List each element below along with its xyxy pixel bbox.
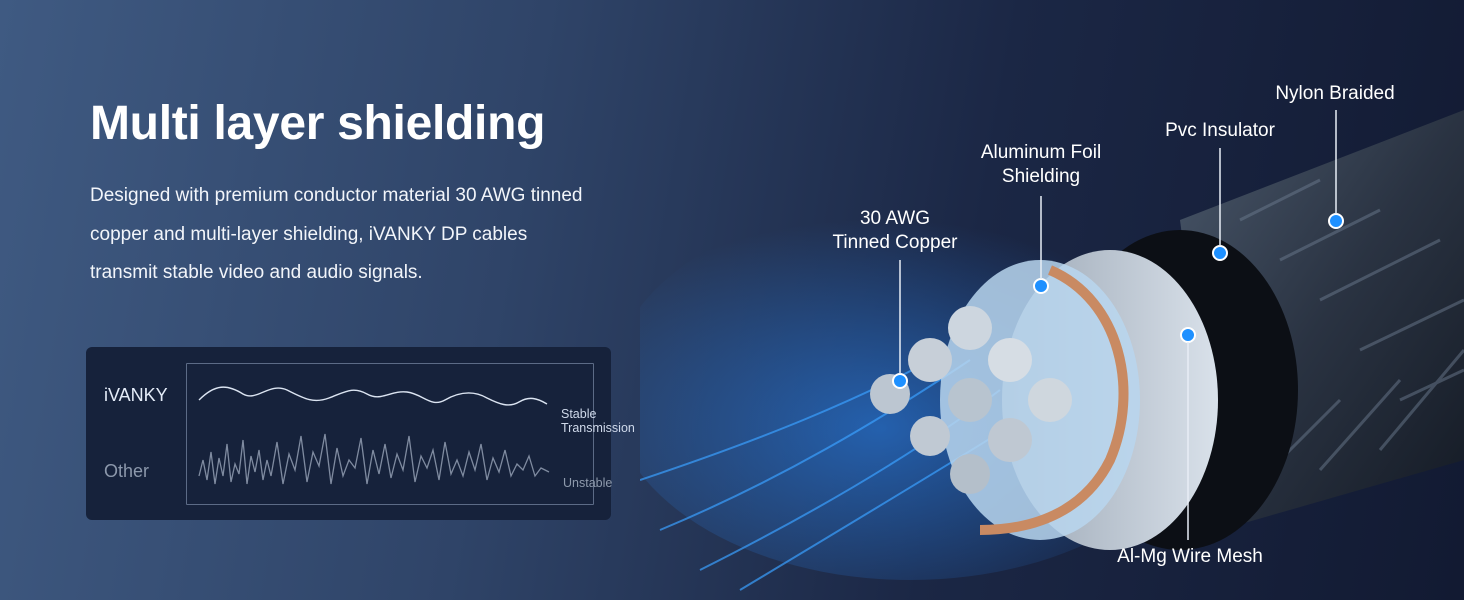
mesh-callout: Al-Mg Wire Mesh [1117, 546, 1263, 567]
mesh-marker [1180, 327, 1196, 343]
ivanky-label: iVANKY [104, 385, 168, 405]
stable-caption: Stable Transmission [561, 407, 635, 435]
copper-marker [892, 373, 908, 389]
nylon-marker [1328, 213, 1344, 229]
braid-pattern [1239, 178, 1464, 482]
description-line-1: Designed with premium conductor material… [90, 185, 583, 206]
drain-copper-wire [979, 265, 1129, 535]
waveform-graphic [198, 386, 550, 485]
signal-comparison-panel: iVANKY Other Stable Transmission Unstabl… [86, 347, 635, 520]
unstable-caption: Unstable [563, 476, 613, 490]
pvc-marker [1212, 245, 1228, 261]
waveform-box: Stable Transmission Unstable [186, 363, 635, 505]
cable-cross-section-illustration [640, 110, 1464, 591]
copper-callout: 30 AWG Tinned Copper [832, 208, 958, 253]
unstable-wave [198, 433, 550, 485]
description-line-2: copper and multi-layer shielding, iVANKY… [90, 223, 528, 245]
nylon-callout: Nylon Braided [1275, 83, 1395, 104]
page-title: Multi layer shielding [90, 97, 546, 150]
foil-marker [1033, 278, 1049, 294]
foil-callout: Aluminum Foil Shielding [980, 142, 1102, 187]
tinned-copper-conductors [870, 306, 1072, 494]
description-line-3: transmit stable video and audio signals. [90, 262, 423, 283]
stable-wave [198, 386, 548, 406]
description: Designed with premium conductor material… [90, 177, 680, 293]
pvc-callout: Pvc Insulator [1165, 120, 1275, 141]
other-label: Other [104, 461, 150, 481]
